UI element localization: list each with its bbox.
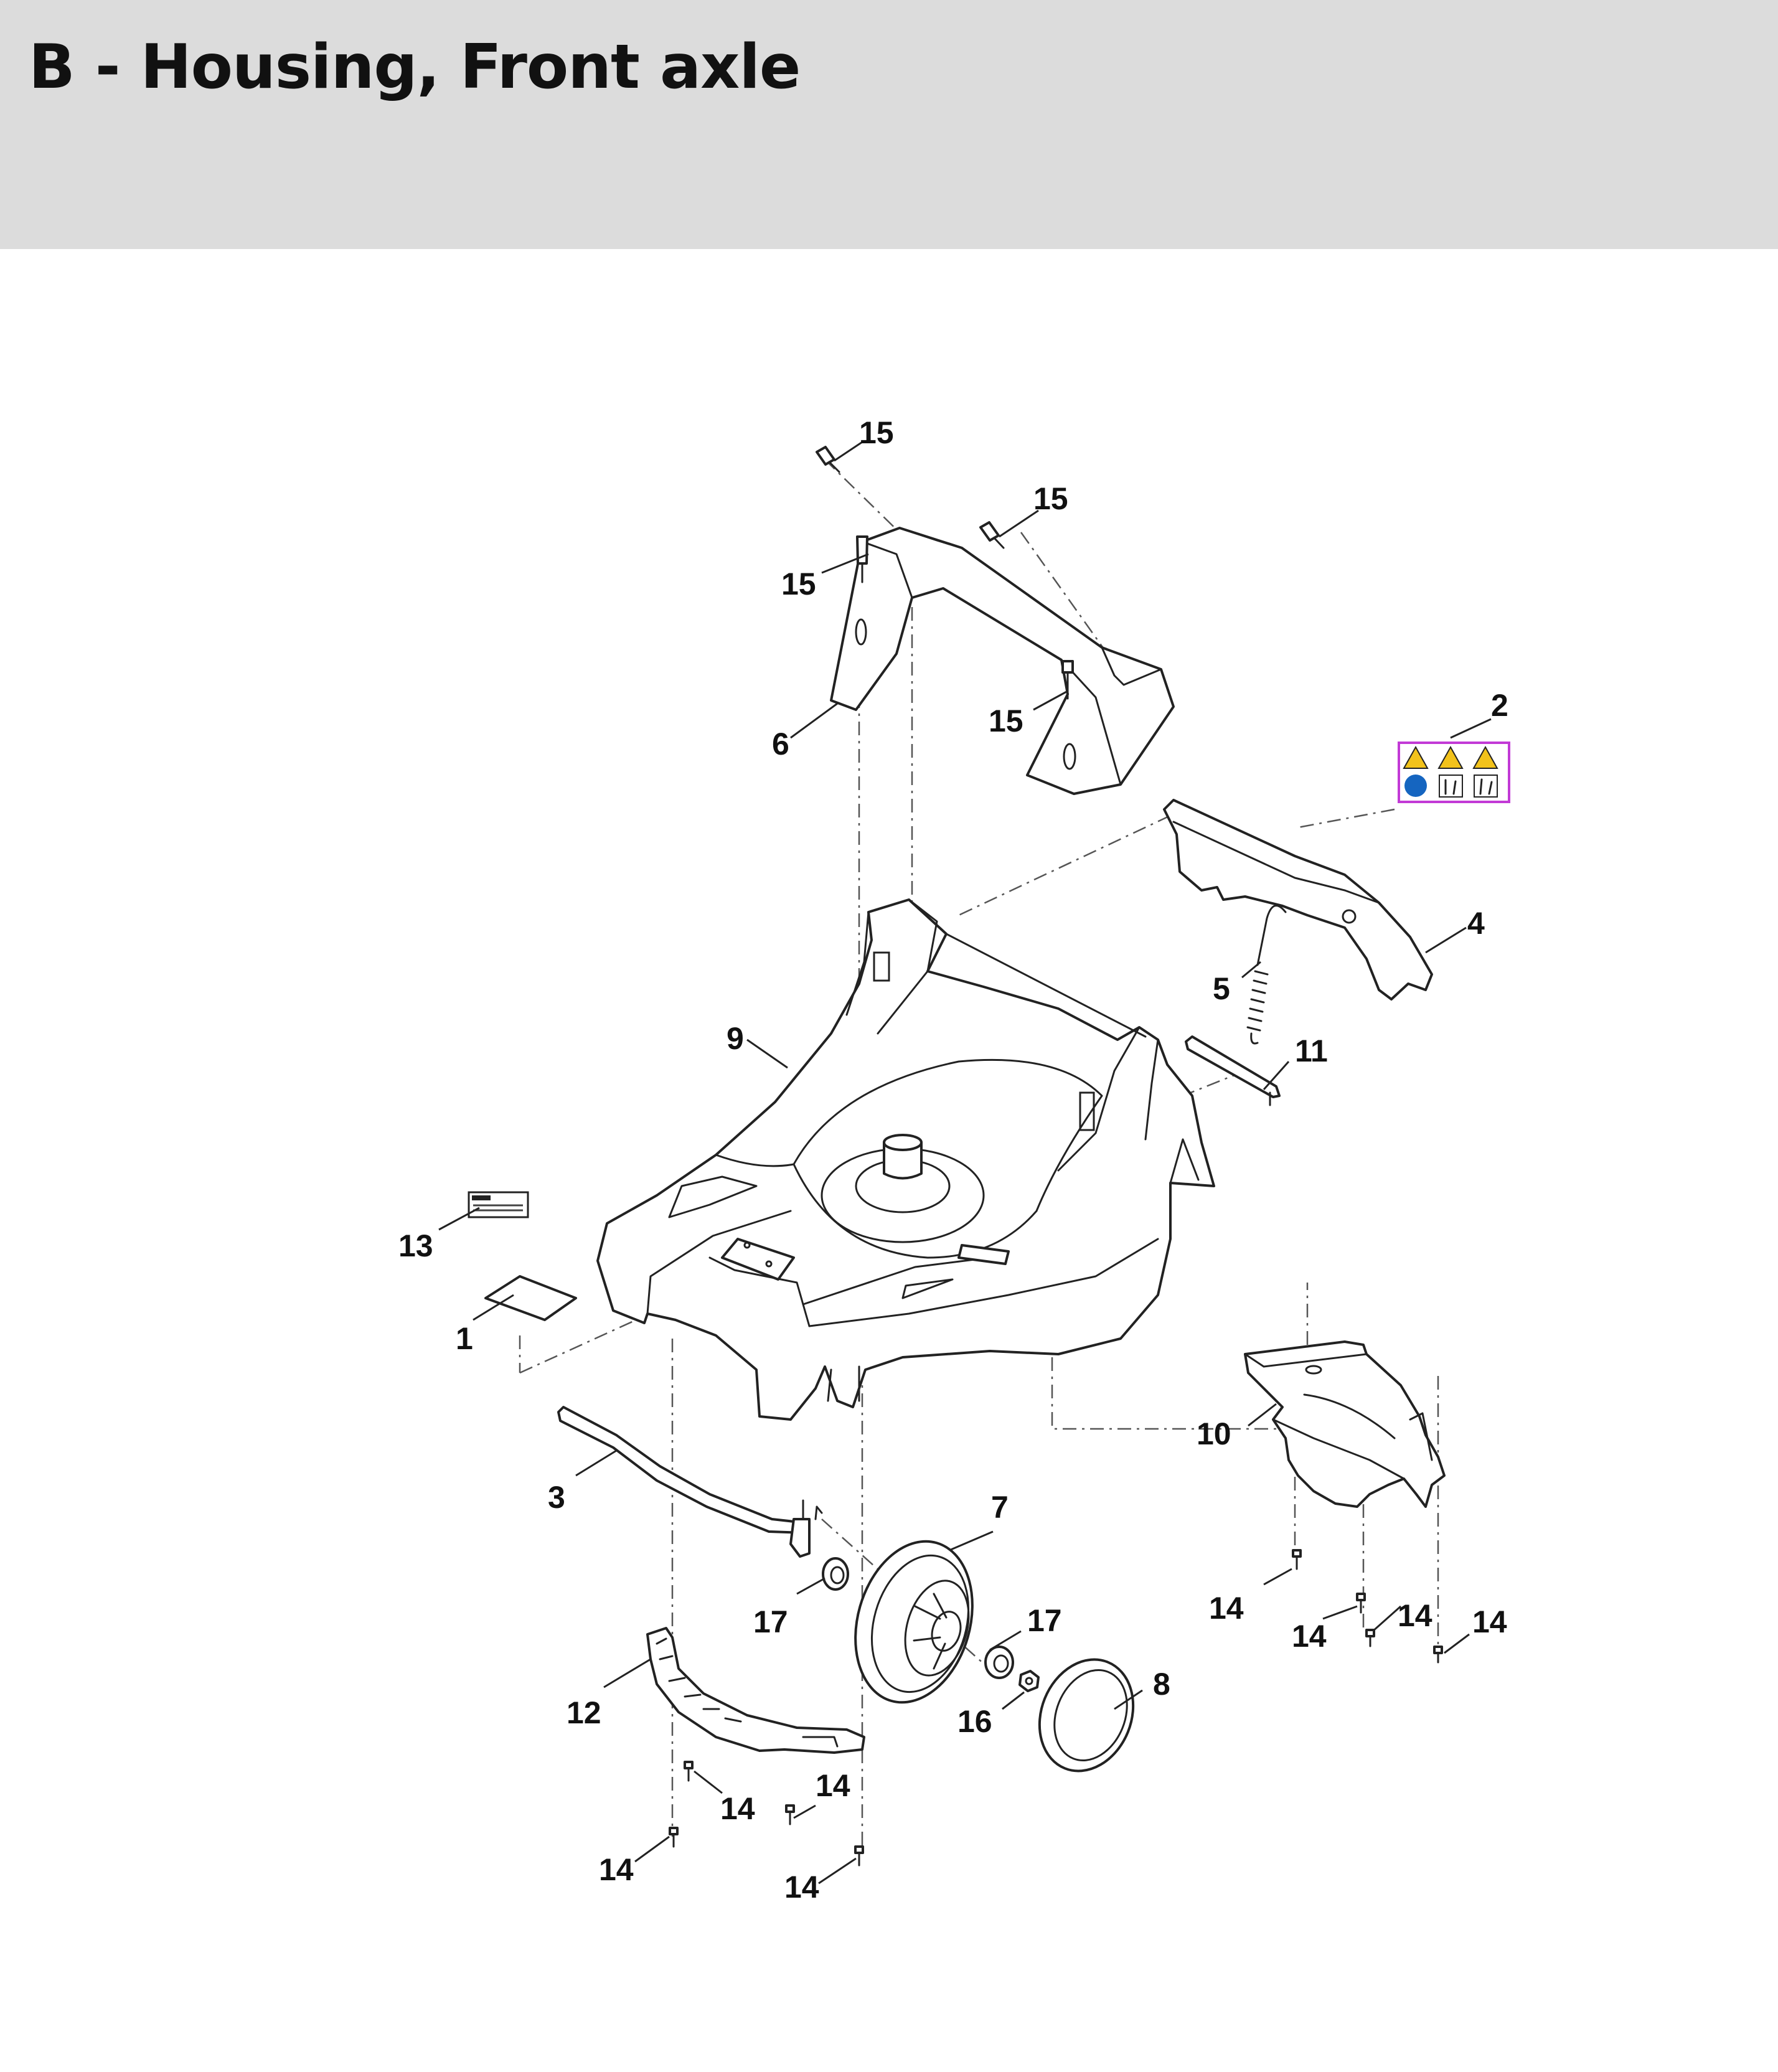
callout-2: 2 [1491, 688, 1508, 723]
callout-5: 5 [1213, 971, 1230, 1006]
callout-14: 14 [599, 1852, 634, 1887]
part-16-nut [1018, 1670, 1040, 1692]
callout-14: 14 [784, 1870, 819, 1905]
callout-15: 15 [859, 415, 894, 450]
part-12-front-bumper [646, 1627, 865, 1754]
callout-14: 14 [1292, 1619, 1327, 1654]
screws-14 [669, 1549, 1443, 1867]
callout-16: 16 [957, 1704, 992, 1739]
callout-17: 17 [753, 1604, 788, 1639]
header-band: B - Housing, Front axle [0, 0, 1778, 249]
callout-8: 8 [1153, 1667, 1170, 1702]
part-9-housing-deck [596, 898, 1215, 1421]
part-5-spring [1246, 905, 1287, 1045]
callout-1: 1 [456, 1321, 473, 1356]
callout-15: 15 [989, 704, 1023, 738]
callout-12: 12 [567, 1695, 601, 1730]
callout-15: 15 [1033, 481, 1068, 516]
callout-6: 6 [772, 727, 789, 761]
callout-14: 14 [816, 1768, 850, 1803]
part-3-axle [557, 1406, 823, 1558]
callout-9: 9 [727, 1021, 744, 1056]
callout-3: 3 [548, 1480, 565, 1515]
part-10-grass-chute [1244, 1340, 1446, 1508]
part-8-hub-cap [1038, 1658, 1135, 1773]
callout-4: 4 [1467, 906, 1485, 941]
callout-11: 11 [1295, 1034, 1328, 1068]
leader-lines [438, 441, 1492, 1885]
callout-17: 17 [1027, 1603, 1062, 1638]
callout-10: 10 [1197, 1416, 1231, 1451]
screws-15 [816, 446, 1074, 700]
bushings-17 [822, 1557, 1014, 1679]
callout-14: 14 [1209, 1591, 1244, 1626]
part-2-safety-label [1398, 742, 1510, 803]
part-13-label [468, 1191, 529, 1218]
callout-14: 14 [1398, 1598, 1432, 1633]
part-11-hinge-rod [1185, 1035, 1281, 1106]
part-7-wheel [854, 1540, 974, 1704]
part-1-plate [484, 1275, 577, 1321]
callout-13: 13 [398, 1228, 433, 1263]
callout-14: 14 [720, 1791, 755, 1826]
part-4-rear-flap [1163, 799, 1433, 1001]
callout-15: 15 [781, 567, 816, 601]
callout-7: 7 [991, 1490, 1009, 1525]
callout-14: 14 [1472, 1604, 1507, 1639]
part-6-handle-bracket [830, 527, 1175, 795]
callouts: 1 2 3 4 5 6 7 8 9 10 11 12 13 14 14 14 1… [398, 415, 1508, 1905]
page-title: B - Housing, Front axle [29, 32, 801, 103]
